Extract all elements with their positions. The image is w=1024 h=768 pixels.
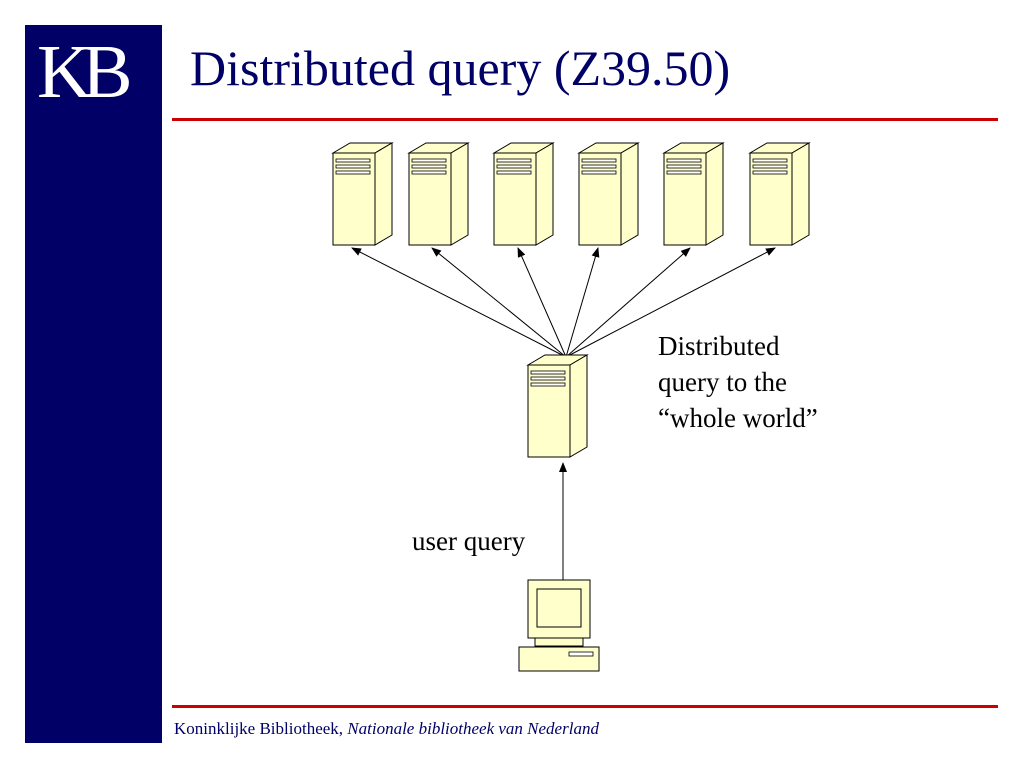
footer-institution: Koninklijke Bibliotheek, [174, 719, 348, 738]
server-icon [748, 142, 811, 246]
footer-subtitle: Nationale bibliotheek van Nederland [347, 719, 599, 738]
slide-title: Distributed query (Z39.50) [190, 40, 731, 96]
query-arrow [431, 247, 567, 358]
user-query-label: user query [412, 526, 526, 556]
footer-divider [172, 705, 998, 708]
query-arrow [565, 247, 600, 358]
title-divider [172, 118, 998, 121]
computer-icon [518, 579, 600, 672]
note-line: “whole world” [658, 403, 818, 433]
server-icon [492, 142, 555, 246]
note-line: query to the [658, 367, 787, 397]
server-icon [577, 142, 640, 246]
footer-text: Koninklijke Bibliotheek, Nationale bibli… [174, 718, 599, 740]
distributed-query-note: Distributed query to the “whole world” [658, 328, 888, 436]
server-icon [331, 142, 394, 246]
server-icon [662, 142, 725, 246]
query-arrow [517, 247, 567, 358]
query-arrow [351, 247, 567, 358]
query-arrow [565, 247, 691, 358]
note-line: Distributed [658, 331, 780, 361]
query-arrow [565, 247, 776, 358]
server-icon [407, 142, 470, 246]
hub-server-icon [526, 354, 589, 458]
kb-logo: KB [37, 30, 133, 114]
sidebar-band [25, 25, 162, 743]
